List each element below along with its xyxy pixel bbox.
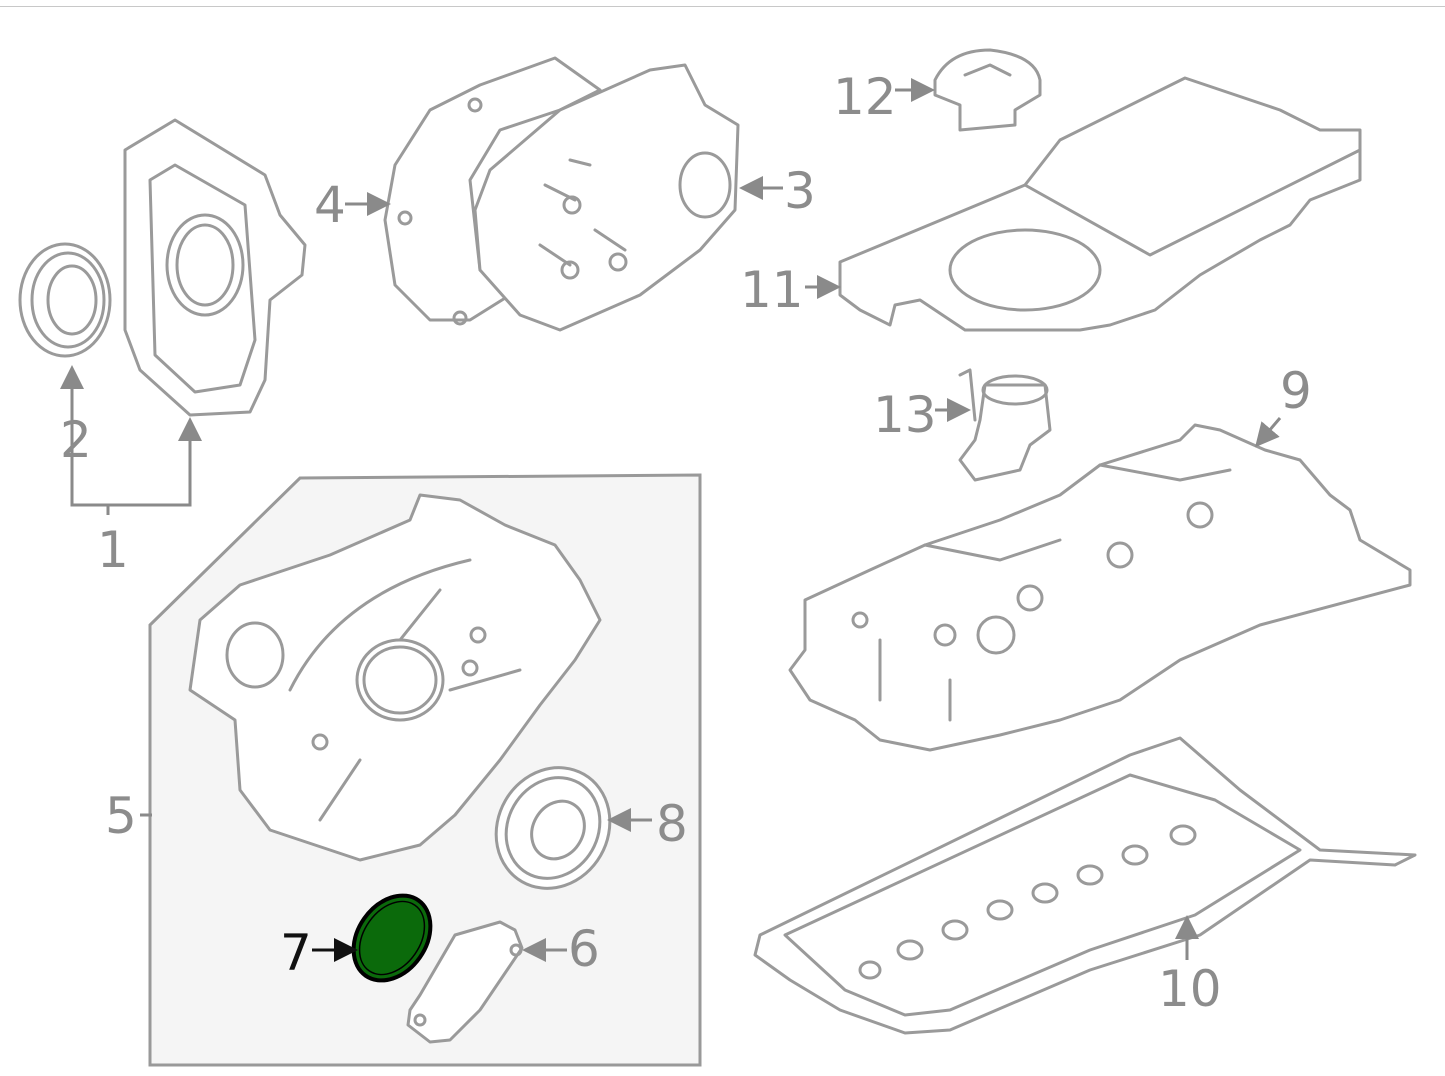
callout-8[interactable]: 8 xyxy=(656,795,688,853)
part-7-gasket-selected[interactable] xyxy=(338,881,446,995)
callout-arrows xyxy=(140,78,1282,962)
callout-10[interactable]: 10 xyxy=(1158,960,1222,1018)
part-10-valve-cover-gasket[interactable] xyxy=(753,736,1417,1035)
callout-2[interactable]: 2 xyxy=(60,411,92,469)
part-9-valve-cover[interactable] xyxy=(788,423,1412,752)
callout-5[interactable]: 5 xyxy=(105,787,137,845)
part-4-gasket[interactable] xyxy=(383,56,602,326)
part-1-front-cover[interactable] xyxy=(123,118,307,417)
part-2-seal[interactable] xyxy=(18,242,112,358)
callout-7-selected[interactable]: 7 xyxy=(280,924,312,982)
callout-6[interactable]: 6 xyxy=(568,920,600,978)
callout-4[interactable]: 4 xyxy=(314,176,346,234)
callout-3[interactable]: 3 xyxy=(784,162,816,220)
callout-13[interactable]: 13 xyxy=(873,386,937,444)
callout-11[interactable]: 11 xyxy=(740,261,804,319)
part-3-cover[interactable] xyxy=(473,63,740,332)
top-divider xyxy=(0,6,1445,7)
callout-12[interactable]: 12 xyxy=(833,68,897,126)
part-11-engine-cover[interactable] xyxy=(838,76,1362,332)
part-13-filler-neck[interactable] xyxy=(958,368,1052,482)
part-5-timing-case[interactable] xyxy=(188,493,602,862)
part-6-cover-plate[interactable] xyxy=(406,920,524,1044)
callout-line-1-2 xyxy=(70,405,202,507)
part-8-seal[interactable] xyxy=(474,747,631,909)
part-12-oil-filler-cap[interactable] xyxy=(933,48,1042,132)
callout-1[interactable]: 1 xyxy=(97,521,129,579)
callout-9[interactable]: 9 xyxy=(1280,362,1312,420)
